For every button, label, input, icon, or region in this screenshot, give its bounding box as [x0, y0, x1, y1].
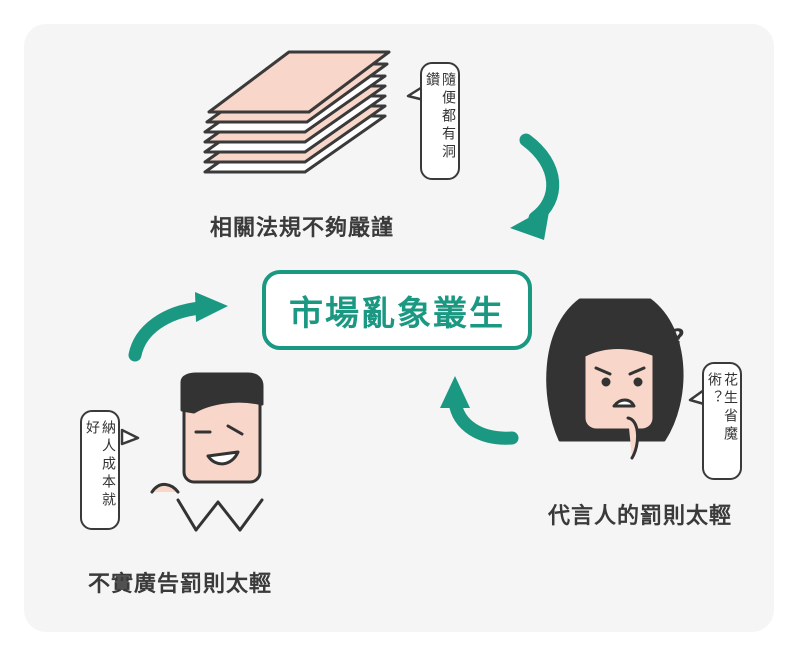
central-issue-box: 市場亂象叢生 [262, 270, 532, 350]
central-issue-text: 市場亂象叢生 [289, 293, 505, 334]
bubble-tail-left [120, 428, 140, 446]
speech-bubble-top: 隨便都有洞鑽 [420, 62, 460, 180]
speech-bubble-top-text: 隨便都有洞鑽 [424, 72, 456, 162]
node-label-left: 不實廣告罰則太輕 [88, 572, 273, 597]
speech-bubble-right-text: 花生省魔術？ [706, 372, 738, 444]
document-stack-icon [203, 50, 391, 174]
cycle-arrow-top-right [510, 133, 560, 240]
speech-bubble-right: 花生省魔術？ [702, 362, 742, 480]
speech-bubble-left: 納人成本就好 [80, 410, 120, 530]
node-label-right: 代言人的罰則太輕 [548, 504, 733, 529]
cycle-arrow-bottom-right [440, 376, 519, 445]
node-label-top: 相關法規不夠嚴謹 [210, 216, 395, 241]
man-avatar-icon [150, 372, 264, 532]
question-mark: ? [672, 326, 685, 351]
woman-avatar-icon [546, 298, 684, 460]
speech-bubble-left-text: 納人成本就好 [84, 420, 116, 510]
cycle-arrow-left [128, 292, 228, 362]
